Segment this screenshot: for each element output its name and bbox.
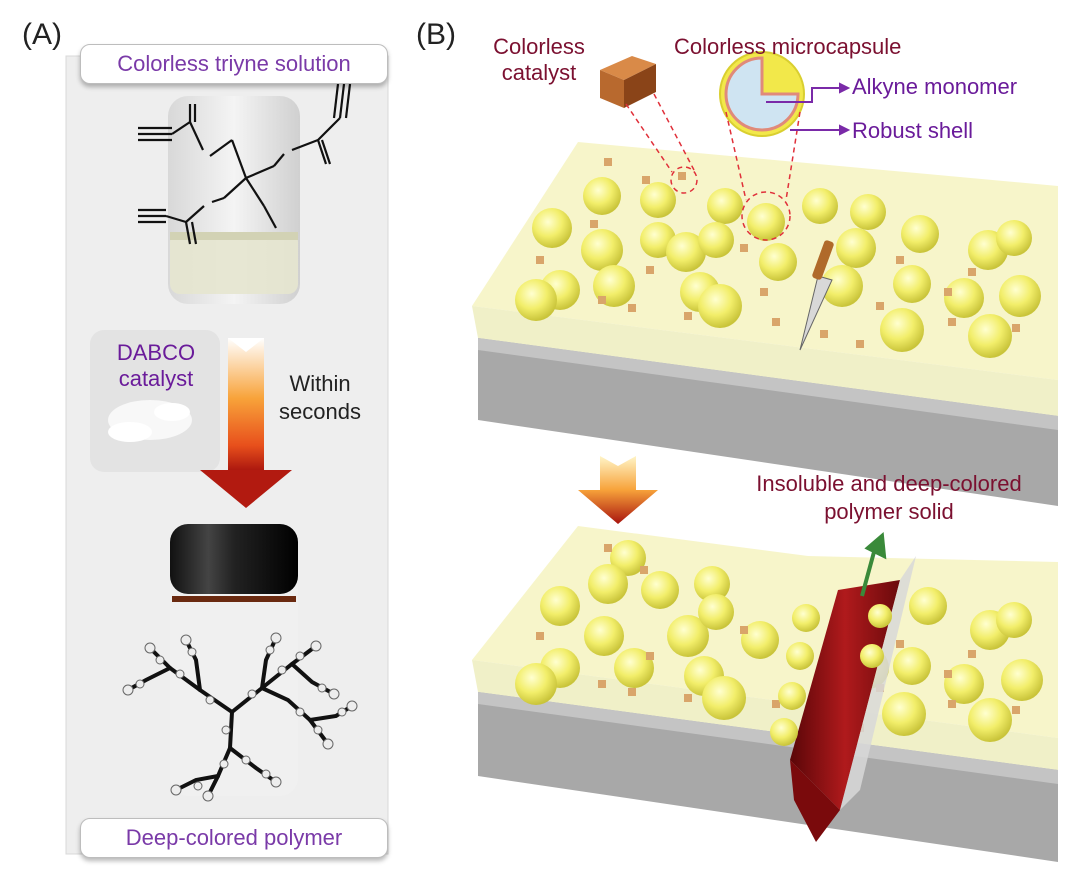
upper-capsules (515, 177, 1041, 358)
label-arrows (766, 82, 851, 136)
healed-crack (770, 556, 916, 842)
reaction-arrow-b (578, 456, 658, 524)
alkyne-monomer-label: Alkyne monomer (852, 74, 1018, 99)
upper-catalyst-cubes (536, 158, 1020, 348)
colorless-microcapsule-label: Colorless microcapsule (674, 34, 902, 59)
polymer-solid-label: Insoluble and deep-colored polymer solid (756, 471, 1022, 524)
leader-lines (625, 93, 801, 241)
panel-a-letter: (A) (22, 18, 62, 51)
robust-shell-label: Robust shell (852, 118, 974, 143)
dabco-photo (90, 330, 220, 472)
colorless-catalyst-label: Colorless catalyst (493, 34, 585, 85)
knife-icon (799, 240, 834, 351)
deep-colored-polymer-label: Deep-colored polymer (80, 818, 388, 858)
microcapsule-icon (719, 51, 805, 137)
upper-coating-block (472, 142, 1058, 506)
triyne-solution-label: Colorless triyne solution (80, 44, 388, 84)
polymer-atoms (122, 632, 358, 802)
reaction-arrow-a (200, 338, 292, 508)
lower-capsules (515, 540, 1043, 742)
product-arrow (860, 531, 887, 597)
within-seconds-label: Within seconds (279, 371, 361, 424)
lower-catalyst-cubes (536, 544, 1020, 732)
panel-b-letter: (B) (416, 18, 456, 51)
polymer-vial (170, 524, 298, 796)
catalyst-cube (600, 56, 656, 108)
dabco-catalyst-label: DABCO catalyst (116, 340, 196, 391)
triyne-structure (138, 83, 352, 245)
